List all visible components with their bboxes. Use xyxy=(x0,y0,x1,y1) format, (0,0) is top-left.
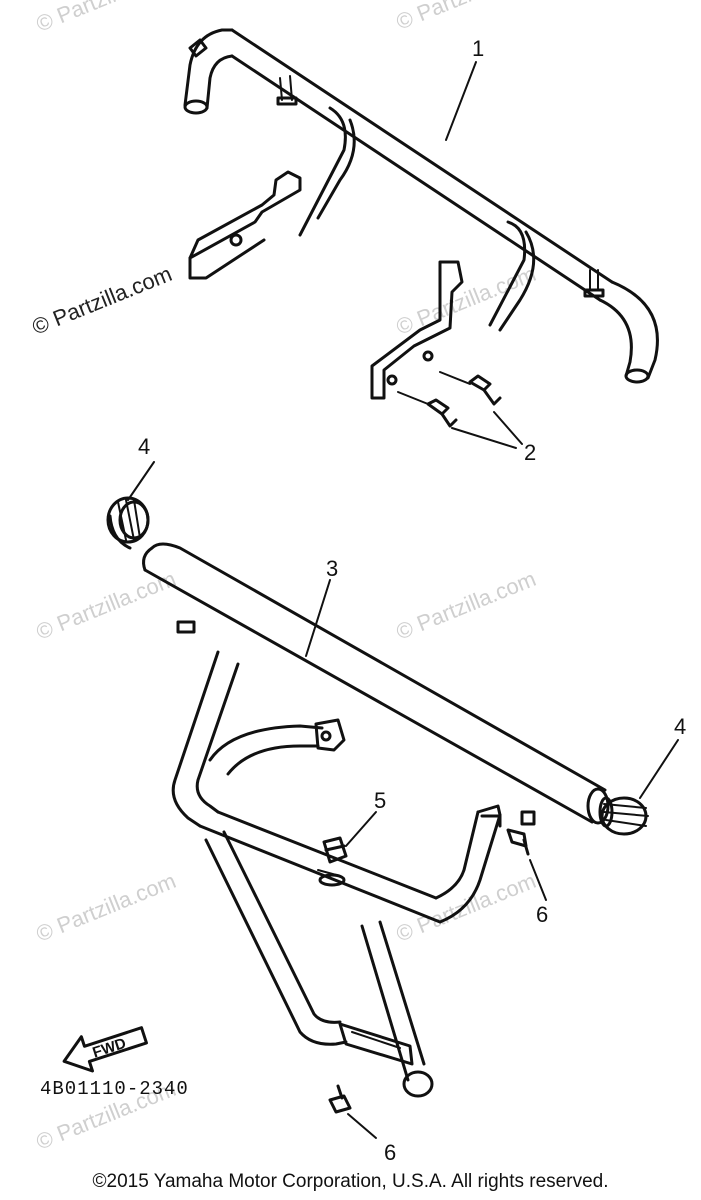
callout-part-4-left: 4 xyxy=(138,434,150,459)
watermark: © Partzilla.com xyxy=(29,261,176,340)
forward-direction-arrow: FWD xyxy=(62,1026,148,1073)
callout-part-4-right: 4 xyxy=(674,714,686,739)
watermark: © Partzilla.com xyxy=(33,0,180,37)
callout-part-1: 1 xyxy=(472,36,484,61)
diagram-code: 4B01110-2340 xyxy=(40,1078,189,1100)
upper-guard-bar xyxy=(183,28,659,400)
watermark: © Partzilla.com xyxy=(393,0,540,35)
nut xyxy=(317,811,377,887)
lower-guard-frame xyxy=(142,542,610,1098)
watermark: © Partzilla.com xyxy=(33,868,180,947)
callout-part-3: 3 xyxy=(326,556,338,581)
callouts: 1 2 3 4 4 5 6 6 xyxy=(138,36,686,1165)
callout-part-2: 2 xyxy=(524,440,536,465)
watermark: © Partzilla.com xyxy=(393,868,540,947)
leader-lines xyxy=(127,61,679,799)
callout-part-5: 5 xyxy=(374,788,386,813)
end-cap-left xyxy=(106,496,150,550)
watermark: © Partzilla.com xyxy=(393,566,540,645)
bolt-bottom xyxy=(328,1084,377,1139)
fwd-label: FWD xyxy=(90,1035,128,1062)
bolt-right xyxy=(506,828,547,901)
callout-part-6-bottom: 6 xyxy=(384,1140,396,1165)
callout-part-6-right: 6 xyxy=(536,902,548,927)
copyright-notice: ©2015 Yamaha Motor Corporation, U.S.A. A… xyxy=(92,1171,609,1192)
bolts xyxy=(397,371,523,449)
end-cap-right xyxy=(598,796,649,836)
